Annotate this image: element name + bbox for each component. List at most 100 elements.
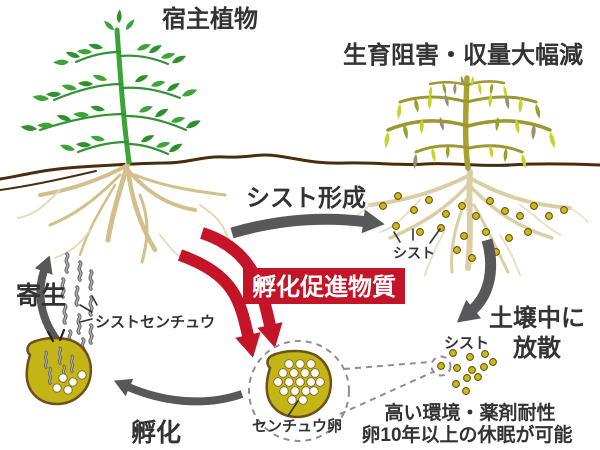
wilted-leaf-icon — [430, 147, 437, 163]
wilted-leaf-icon — [411, 153, 419, 170]
healthy-plant — [20, 9, 203, 165]
egg-icon — [300, 368, 310, 378]
root-cyst-icon — [379, 202, 387, 210]
egg-icon — [310, 368, 320, 378]
root-cyst-icon — [530, 202, 538, 210]
leaf-icon — [59, 141, 76, 154]
wilted-leaf-icon — [382, 131, 391, 149]
leaf-icon — [123, 18, 137, 32]
hatched-cyst — [25, 336, 93, 406]
leaf-icon — [91, 72, 108, 84]
dispersed-cysts-group — [437, 349, 497, 395]
cyst-formation-label: シスト形成 — [246, 185, 366, 212]
wilted-leaf-icon — [502, 147, 509, 163]
hatch-crack-mark — [46, 330, 55, 343]
leaf-icon — [102, 18, 116, 33]
soil-cyst-icon — [466, 353, 474, 361]
wilted-leaf-icon — [477, 82, 483, 96]
soil-cyst-icon — [453, 364, 461, 372]
egg-icon — [279, 386, 289, 396]
root-cyst-icon — [545, 212, 553, 220]
leaf-icon — [133, 73, 150, 84]
root-cyst-icon — [516, 212, 524, 220]
soil-cyst-icon — [462, 387, 470, 395]
leaf-icon — [165, 81, 182, 93]
leaf-icon — [167, 141, 184, 154]
soil-cyst-icon — [474, 373, 482, 381]
ground-line — [0, 153, 600, 181]
leaf-icon — [155, 140, 172, 149]
nematode-eggs-label: センチュウ卵 — [252, 417, 342, 435]
egg-icon — [58, 373, 68, 383]
leaf-icon — [87, 41, 104, 52]
wilted-leaf-icon — [441, 82, 448, 96]
egg-icon — [306, 377, 316, 387]
callout-line-top — [343, 361, 431, 370]
egg-icon — [306, 359, 316, 369]
left-root-system — [17, 160, 229, 264]
soil-cyst-icon — [437, 362, 445, 370]
egg-icon — [298, 395, 308, 405]
magnifier-circle — [248, 340, 350, 442]
hatching-label: 孵化 — [131, 418, 181, 447]
soil-cyst-icon — [452, 380, 460, 388]
egg-icon — [63, 385, 73, 395]
wilted-leaf-icon — [494, 116, 501, 132]
leaf-icon — [45, 91, 62, 98]
cyst-formation-arrow — [230, 209, 385, 239]
parasitism-arrow — [34, 255, 64, 347]
leaf-icon — [89, 103, 106, 114]
leaf-icon — [89, 133, 106, 144]
egg-icon — [77, 370, 87, 380]
egg-icon — [295, 359, 305, 369]
hatch-substance-box — [243, 268, 405, 304]
cyst-on-roots-label: シスト — [393, 245, 435, 261]
egg-icon — [284, 377, 294, 387]
nematode-label-pointers — [79, 295, 98, 323]
leaf-icon — [37, 121, 54, 129]
sick-plant — [382, 75, 557, 171]
soil-cyst-icon — [468, 366, 476, 374]
egg-icon — [273, 377, 283, 387]
leaf-icon — [139, 133, 156, 144]
root-cyst-icon — [425, 196, 433, 204]
host-plant-title: 宿主植物 — [162, 5, 258, 33]
soil-cyst-icon — [449, 349, 457, 357]
hatch-substance-arrow-2 — [177, 249, 261, 358]
egg-icon — [284, 359, 294, 369]
egg-icon — [287, 395, 297, 405]
leaf-icon — [115, 9, 123, 24]
leaf-icon — [20, 122, 38, 133]
soil-cyst-icon — [489, 358, 497, 366]
egg-icon — [68, 377, 78, 387]
root-cyst-icon — [524, 228, 532, 236]
root-cyst-icon — [486, 197, 494, 205]
root-cyst-icon — [482, 228, 490, 236]
egg-icon — [52, 383, 62, 393]
egg-icon — [295, 377, 305, 387]
leaf-icon — [153, 106, 170, 119]
egg-icon — [309, 386, 319, 396]
wilted-leaf-icon — [520, 153, 528, 170]
leaf-icon — [184, 118, 203, 130]
cyst-in-soil-label: シスト — [444, 335, 489, 352]
egg-cyst — [265, 349, 333, 419]
egg-icon — [289, 368, 299, 378]
leaf-icon — [180, 87, 199, 98]
hatch-crack-mark — [58, 328, 66, 342]
damage-title: 生育阻害・収量大幅減 — [343, 41, 583, 69]
right-root-system — [353, 169, 589, 276]
soil-cyst-icon — [463, 374, 471, 382]
root-cyst-icon — [472, 212, 480, 220]
root-cyst-icon — [501, 207, 509, 215]
hatch-substance-label: 孵化促進物質 — [252, 273, 396, 301]
leaf-icon — [138, 104, 154, 114]
resistance-label-2: 卵10年以上の休眠が可能 — [361, 423, 572, 446]
root-cyst-icon — [394, 192, 402, 200]
ground-line-fork — [0, 170, 97, 191]
leaf-icon — [150, 79, 167, 88]
hatching-arrow — [113, 378, 244, 406]
egg-label-pointer — [287, 400, 299, 417]
